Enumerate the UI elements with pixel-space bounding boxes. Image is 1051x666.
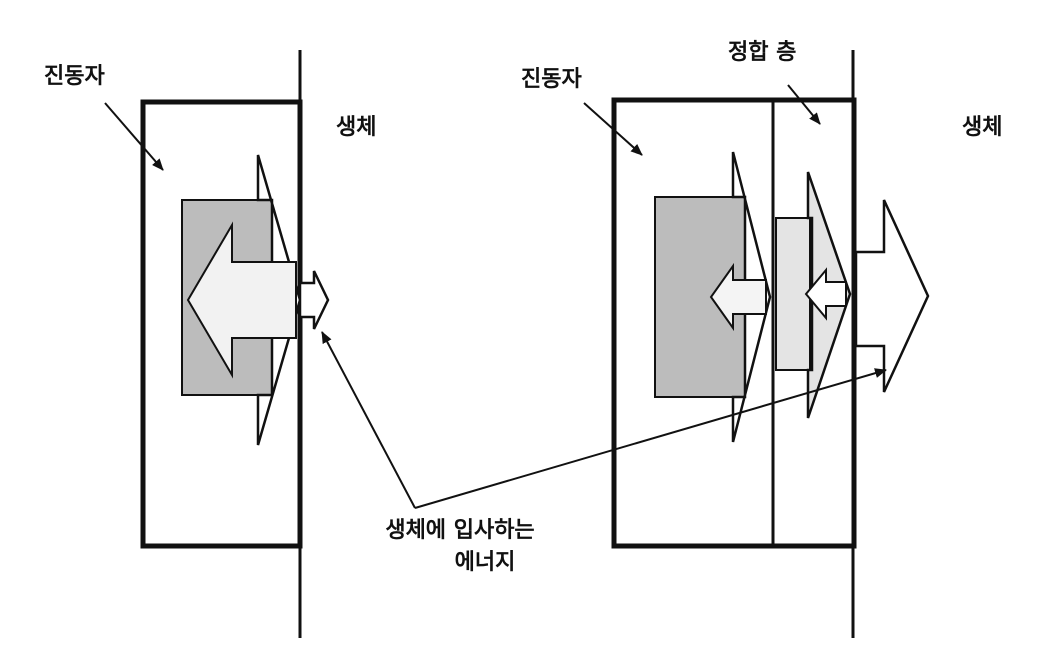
left-vibrator-box — [140, 99, 303, 549]
energy-label-line2: 에너지 — [454, 550, 516, 575]
right-diagram — [611, 50, 930, 638]
energy-pointer-left — [321, 331, 416, 509]
right-body-label: 생체 — [962, 115, 1003, 140]
leader-lines — [104, 84, 887, 509]
left-vibrator-pointer — [104, 102, 164, 171]
left-vibrator-label: 진동자 — [44, 64, 105, 89]
matching-layer-label: 정합 층 — [728, 40, 797, 65]
energy-pointer-right — [414, 368, 887, 509]
left-transmitted-arrow — [298, 270, 330, 330]
left-body-label: 생체 — [336, 115, 377, 140]
right-vibrator-label: 진동자 — [521, 67, 582, 92]
matching-layer-reflected-arrow — [804, 267, 847, 321]
left-reflected-arrow — [186, 221, 297, 379]
matching-layer-block — [775, 217, 811, 371]
left-diagram — [140, 50, 330, 638]
right-vibrator-pointer — [583, 102, 643, 156]
matching-layer-pointer — [787, 84, 821, 125]
right-vibrator-box — [611, 97, 857, 549]
right-transmitted-arrow — [854, 199, 930, 393]
right-vibrator-reflected-arrow — [709, 262, 767, 332]
energy-label-line1: 생체에 입사하는 — [385, 518, 535, 543]
